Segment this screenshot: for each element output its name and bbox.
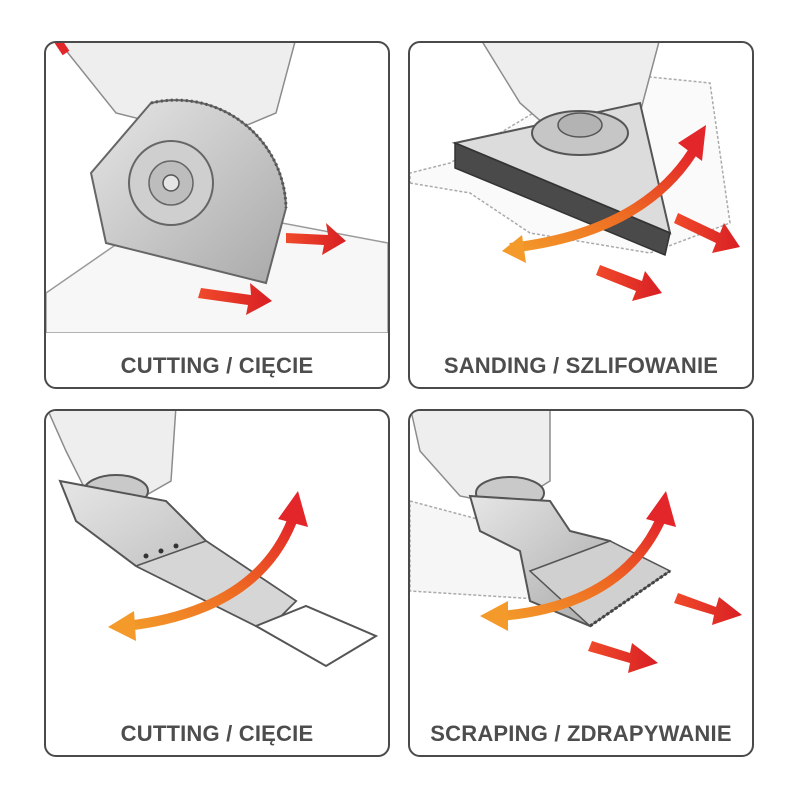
direction-arrow [646,491,676,527]
panel-caption: SANDING / SZLIFOWANIE [443,353,719,378]
direction-arrow [278,491,308,527]
direction-arrow [596,265,662,301]
panel-cutting-circular: CUTTING / CIĘCIE [44,41,390,389]
panel-caption: CUTTING / CIĘCIE [120,353,314,378]
direction-arrow [286,223,346,255]
direction-arrow [198,283,272,315]
sanding-pad-illustration [410,43,740,301]
direction-arrow [678,125,706,161]
direction-arrow [502,235,526,263]
direction-arrow [674,593,742,625]
plunge-blade-illustration [47,411,379,668]
panel-caption: CUTTING / CIĘCIE [120,721,314,746]
circular-blade-illustration [46,43,388,333]
direction-arrow [480,601,508,631]
panel-caption: SCRAPING / ZDRAPYWANIE [430,721,732,746]
direction-arrow [674,213,740,253]
panel-scraping: SCRAPING / ZDRAPYWANIE [408,409,754,757]
direction-arrow [588,641,658,673]
scraping-blade-illustration [410,411,742,673]
panel-sanding: SANDING / SZLIFOWANIE [408,41,754,389]
direction-arrow [108,611,136,641]
panel-plunge-cutting: CUTTING / CIĘCIE [44,409,390,757]
